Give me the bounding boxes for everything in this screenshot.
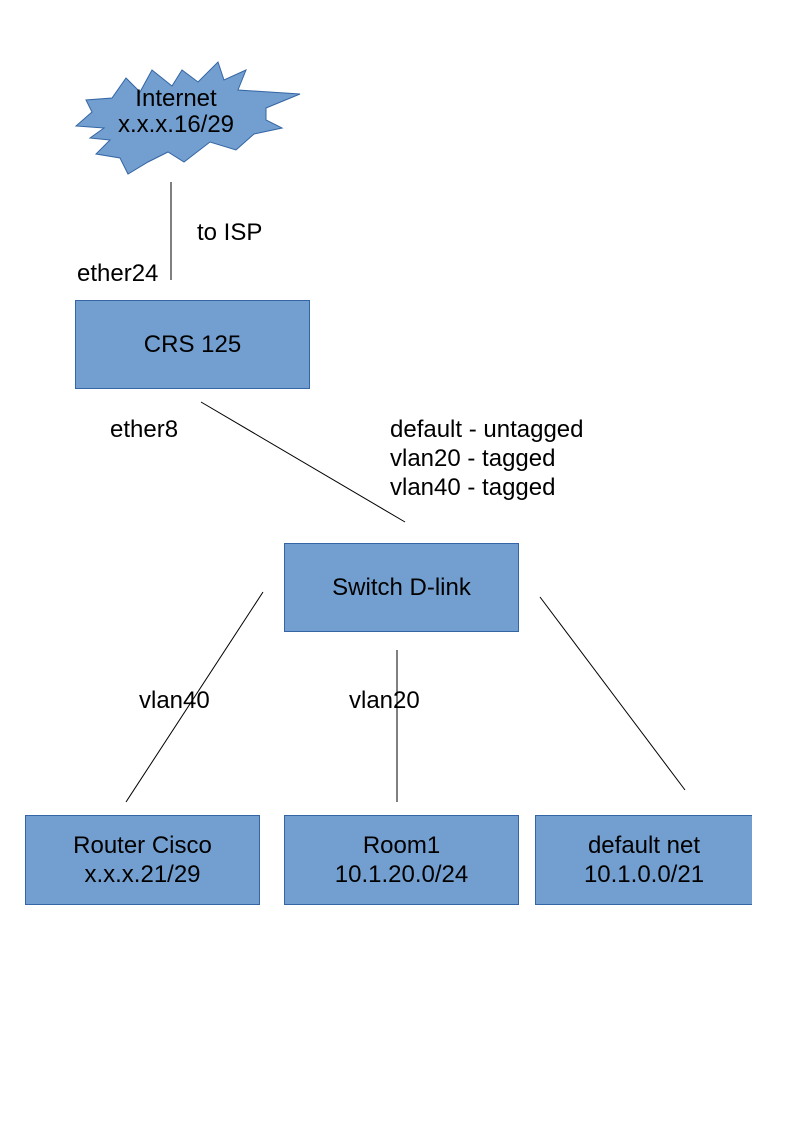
router-cisco-node: Router Cisco x.x.x.21/29 — [25, 815, 260, 905]
vlan40-label: vlan40 — [139, 687, 210, 714]
default-net-node: default net 10.1.0.0/21 — [535, 815, 752, 905]
crs-125-title: CRS 125 — [143, 331, 242, 358]
vlan20-label: vlan20 — [349, 687, 420, 714]
default-net-title: default net — [587, 832, 701, 859]
internet-title: Internet — [135, 85, 217, 112]
internet-cloud-icon — [74, 61, 301, 175]
trunk-label-vlan20: vlan20 - tagged — [390, 445, 556, 472]
room1-title: Room1 — [362, 832, 441, 859]
switch-dlink-title: Switch D-link — [332, 574, 471, 601]
link-switch-router — [125, 591, 264, 803]
ether24-label: ether24 — [77, 260, 159, 287]
default-net-subnet: 10.1.0.0/21 — [583, 861, 705, 888]
link-switch-default-net — [539, 596, 686, 791]
trunk-label-default: default - untagged — [390, 416, 584, 443]
crs-125-node: CRS 125 — [75, 300, 310, 389]
trunk-label-vlan40: vlan40 - tagged — [390, 474, 556, 501]
internet-label: Internet x.x.x.16/29 — [76, 86, 276, 138]
room1-subnet: 10.1.20.0/24 — [334, 861, 469, 888]
router-cisco-title: Router Cisco — [73, 832, 212, 859]
ether8-label: ether8 — [110, 416, 179, 443]
internet-subnet: x.x.x.16/29 — [117, 111, 235, 138]
link-crs-switch — [200, 401, 406, 523]
room1-node: Room1 10.1.20.0/24 — [284, 815, 519, 905]
to-isp-label: to ISP — [197, 219, 263, 246]
switch-dlink-node: Switch D-link — [284, 543, 519, 632]
router-cisco-subnet: x.x.x.21/29 — [84, 861, 201, 888]
